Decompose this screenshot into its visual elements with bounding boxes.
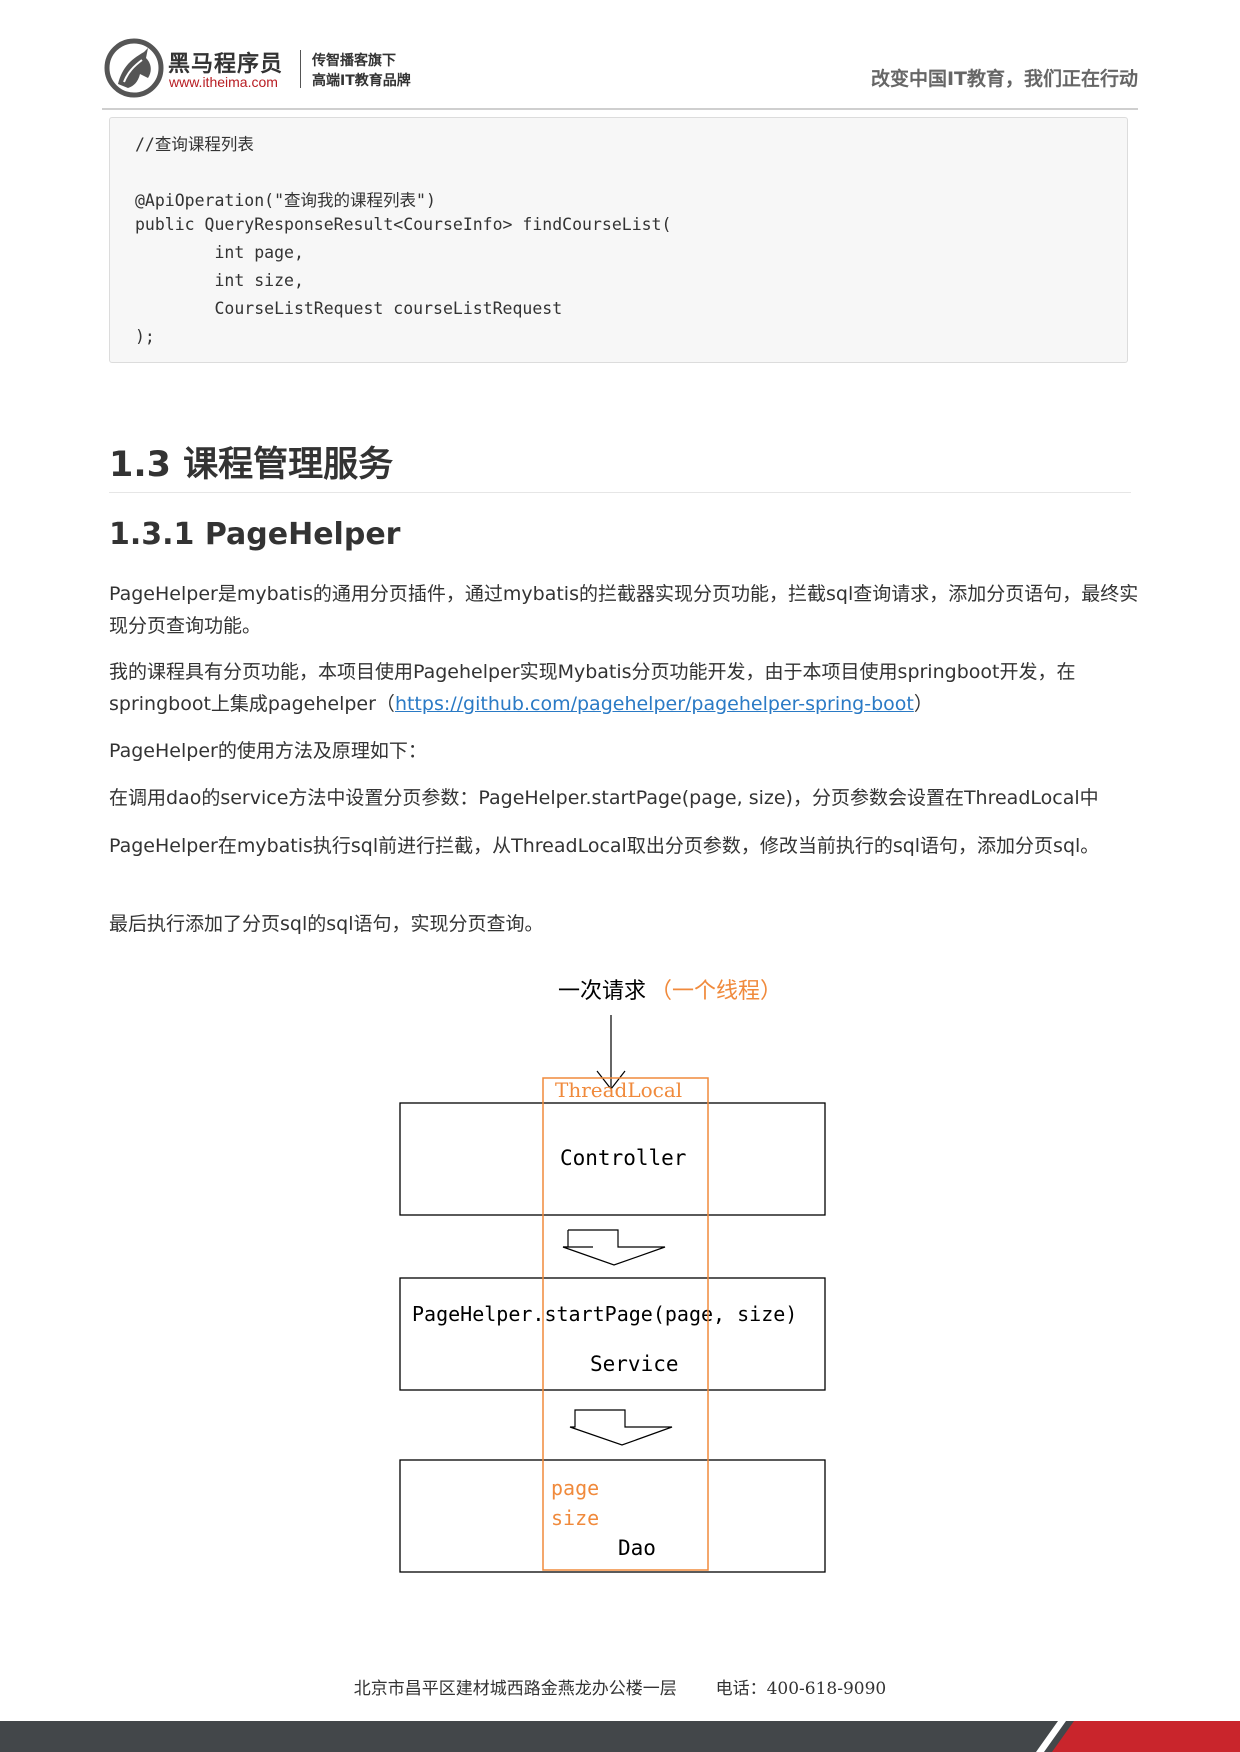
page-param: page <box>551 1476 599 1500</box>
thread-label: （一个线程） <box>650 979 782 1004</box>
paragraph-text: ） <box>913 693 933 715</box>
dao-box <box>399 1459 826 1573</box>
code-line: @ApiOperation("查询我的课程列表") <box>135 191 436 210</box>
request-label: 一次请求 <box>558 979 646 1004</box>
paragraph-result: 最后执行添加了分页sql的sql语句，实现分页查询。 <box>109 913 544 935</box>
slogan-line-1: 传智播客旗下 <box>312 53 396 69</box>
brand-name: 黑马程序员 <box>168 52 284 77</box>
code-line: //查询课程列表 <box>135 135 254 154</box>
header-tagline: 改变中国IT教育，我们正在行动 <box>870 68 1138 90</box>
paragraph-intercept: PageHelper在mybatis执行sql前进行拦截，从ThreadLoca… <box>109 835 1100 857</box>
paragraph-integration: 我的课程具有分页功能，本项目使用Pagehelper实现Mybatis分页功能开… <box>109 656 1139 720</box>
controller-box <box>399 1102 826 1216</box>
code-line: ); <box>135 327 155 346</box>
code-line: CourseListRequest courseListRequest <box>135 299 563 318</box>
paragraph-startpage: 在调用dao的service方法中设置分页参数：PageHelper.start… <box>109 787 1099 809</box>
flow-arrow-1-side <box>563 1230 569 1248</box>
controller-label: Controller <box>560 1146 686 1170</box>
flow-arrow-1 <box>562 1229 666 1266</box>
header-divider <box>102 108 1138 110</box>
paragraph-intro: PageHelper是mybatis的通用分页插件，通过mybatis的拦截器实… <box>109 583 1139 637</box>
github-link[interactable]: https://github.com/pagehelper/pagehelper… <box>394 693 914 715</box>
horse-logo-icon <box>104 38 164 98</box>
threadlocal-label: ThreadLocal <box>555 1078 682 1102</box>
header-separator <box>300 50 301 88</box>
section-heading: 1.3 课程管理服务 <box>109 445 394 485</box>
paragraph-usage: PageHelper的使用方法及原理如下： <box>109 740 427 762</box>
slogan-line-2: 高端IT教育品牌 <box>312 73 411 89</box>
service-label: Service <box>590 1352 679 1376</box>
threadlocal-band <box>542 1077 709 1571</box>
code-line: int size, <box>135 271 304 290</box>
subsection-heading: 1.3.1 PageHelper <box>109 517 401 552</box>
diagram-canvas: 一次请求 （一个线程） Controller PageHelper.startP… <box>399 979 826 1573</box>
brand-url: www.itheima.com <box>169 74 278 90</box>
flow-arrow-2 <box>569 1409 673 1446</box>
page-header: 黑马程序员 www.itheima.com 传智播客旗下 高端IT教育品牌 改变… <box>104 38 1138 100</box>
paragraph-text: 我的课程具有分页功能，本项目使用Pagehelper实现Mybatis分页功能开… <box>109 661 1076 715</box>
footer-contact: 北京市昌平区建材城西路金燕龙办公楼一层 电话：400-618-9090 <box>0 1674 1240 1699</box>
footer-bar <box>0 1721 1240 1752</box>
footer-phone: 电话：400-618-9090 <box>715 1679 887 1699</box>
dao-label: Dao <box>618 1536 656 1560</box>
code-line: int page, <box>135 243 304 262</box>
footer-accent <box>1036 1721 1240 1752</box>
code-line: public QueryResponseResult<CourseInfo> f… <box>135 215 672 234</box>
heading-divider <box>109 492 1131 493</box>
footer-address: 北京市昌平区建材城西路金燕龙办公楼一层 <box>353 1679 677 1699</box>
code-block: //查询课程列表 @ApiOperation("查询我的课程列表") publi… <box>109 117 1128 363</box>
startpage-call: PageHelper.startPage(page, size) <box>412 1302 797 1326</box>
pagehelper-diagram: 一次请求 （一个线程） Controller PageHelper.startP… <box>380 965 840 1580</box>
request-arrow-head <box>596 1070 626 1090</box>
service-box <box>399 1277 826 1391</box>
size-param: size <box>551 1506 599 1530</box>
